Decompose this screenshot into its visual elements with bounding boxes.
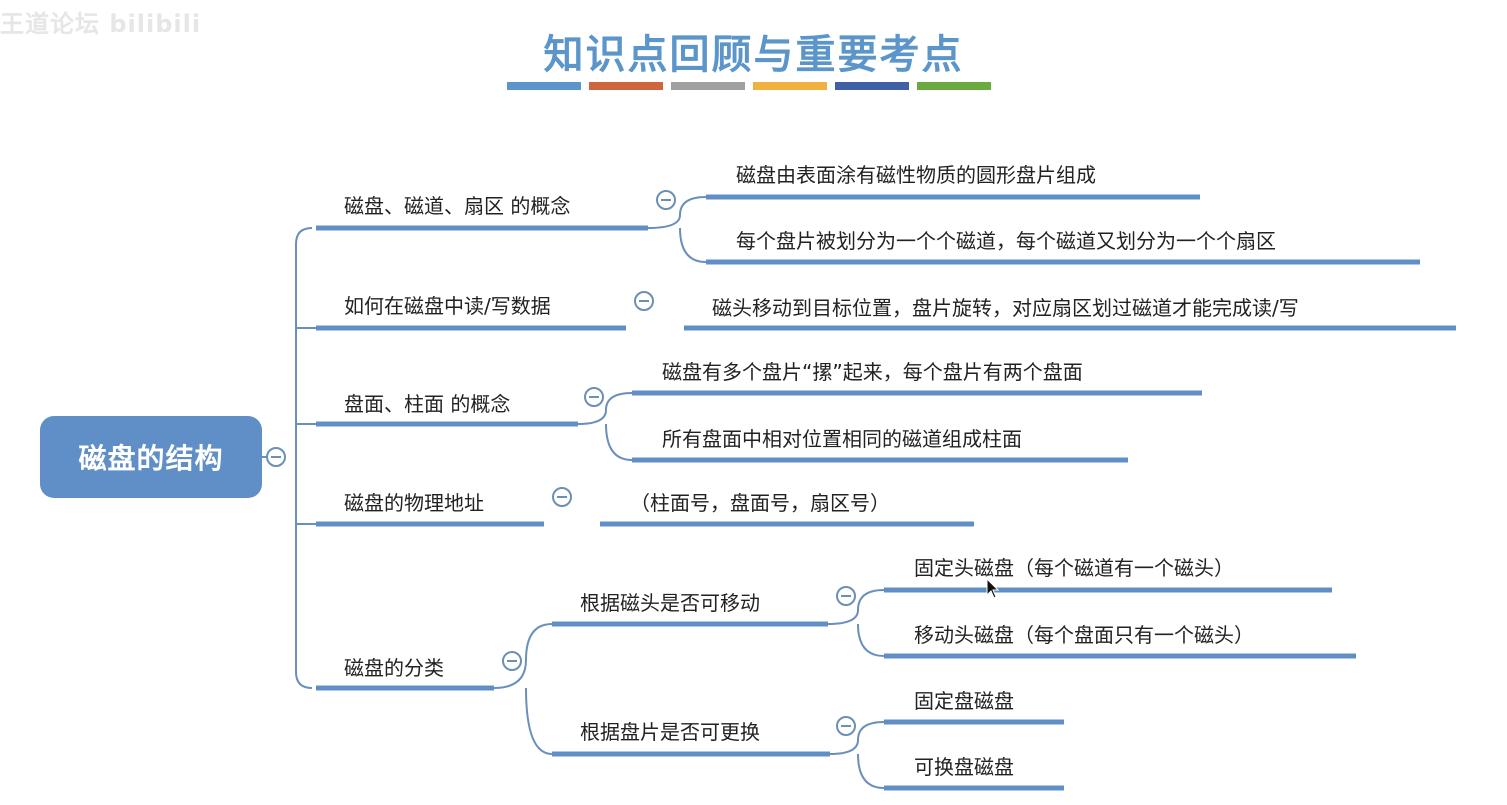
- subbranch-head-movable-label[interactable]: 根据磁头是否可移动: [580, 591, 760, 615]
- subbranch-platter-replaceable-label[interactable]: 根据盘片是否可更换: [580, 720, 760, 744]
- collapse-branch-3-button[interactable]: [584, 387, 604, 407]
- leaf-node[interactable]: （柱面号，盘面号，扇区号）: [630, 491, 890, 515]
- branch-physical-address-label[interactable]: 磁盘的物理地址: [344, 491, 484, 515]
- leaf-node[interactable]: 磁盘由表面涂有磁性物质的圆形盘片组成: [736, 163, 1096, 187]
- collapse-branch-2-button[interactable]: [634, 291, 654, 311]
- collapse-subbranch-2-button[interactable]: [836, 716, 856, 736]
- color-bar: [507, 82, 581, 90]
- leaf-node[interactable]: 所有盘面中相对位置相同的磁道组成柱面: [662, 427, 1022, 451]
- branch-disk-track-sector-label[interactable]: 磁盘、磁道、扇区 的概念: [344, 194, 571, 218]
- branch-classification-label[interactable]: 磁盘的分类: [344, 656, 444, 680]
- color-bar: [589, 82, 663, 90]
- leaf-node[interactable]: 固定盘磁盘: [914, 689, 1014, 713]
- watermark-logo: 王道论坛 bilibili: [0, 10, 202, 38]
- collapse-branch-4-button[interactable]: [552, 487, 572, 507]
- color-bar: [917, 82, 991, 90]
- root-node[interactable]: 磁盘的结构: [40, 416, 262, 498]
- page-title: 知识点回顾与重要考点: [543, 32, 964, 78]
- collapse-root-button[interactable]: [266, 447, 286, 467]
- leaf-node[interactable]: 移动头磁盘（每个盘面只有一个磁头）: [914, 623, 1254, 647]
- collapse-branch-1-button[interactable]: [656, 190, 676, 210]
- mouse-cursor-icon: [986, 578, 1000, 599]
- leaf-node[interactable]: 每个盘片被划分为一个个磁道，每个磁道又划分为一个个扇区: [736, 229, 1276, 253]
- leaf-node[interactable]: 磁盘有多个盘片“摞”起来，每个盘片有两个盘面: [662, 360, 1083, 384]
- leaf-node[interactable]: 可换盘磁盘: [914, 755, 1014, 779]
- color-bar: [671, 82, 745, 90]
- collapse-subbranch-1-button[interactable]: [836, 586, 856, 606]
- collapse-branch-5-button[interactable]: [502, 651, 522, 671]
- color-bar: [835, 82, 909, 90]
- title-color-bars: [507, 82, 991, 90]
- color-bar: [753, 82, 827, 90]
- branch-read-write-label[interactable]: 如何在磁盘中读/写数据: [344, 294, 551, 318]
- leaf-node[interactable]: 固定头磁盘（每个磁道有一个磁头）: [914, 556, 1234, 580]
- leaf-node[interactable]: 磁头移动到目标位置，盘片旋转，对应扇区划过磁道才能完成读/写: [712, 296, 1299, 320]
- branch-surface-cylinder-label[interactable]: 盘面、柱面 的概念: [344, 392, 511, 416]
